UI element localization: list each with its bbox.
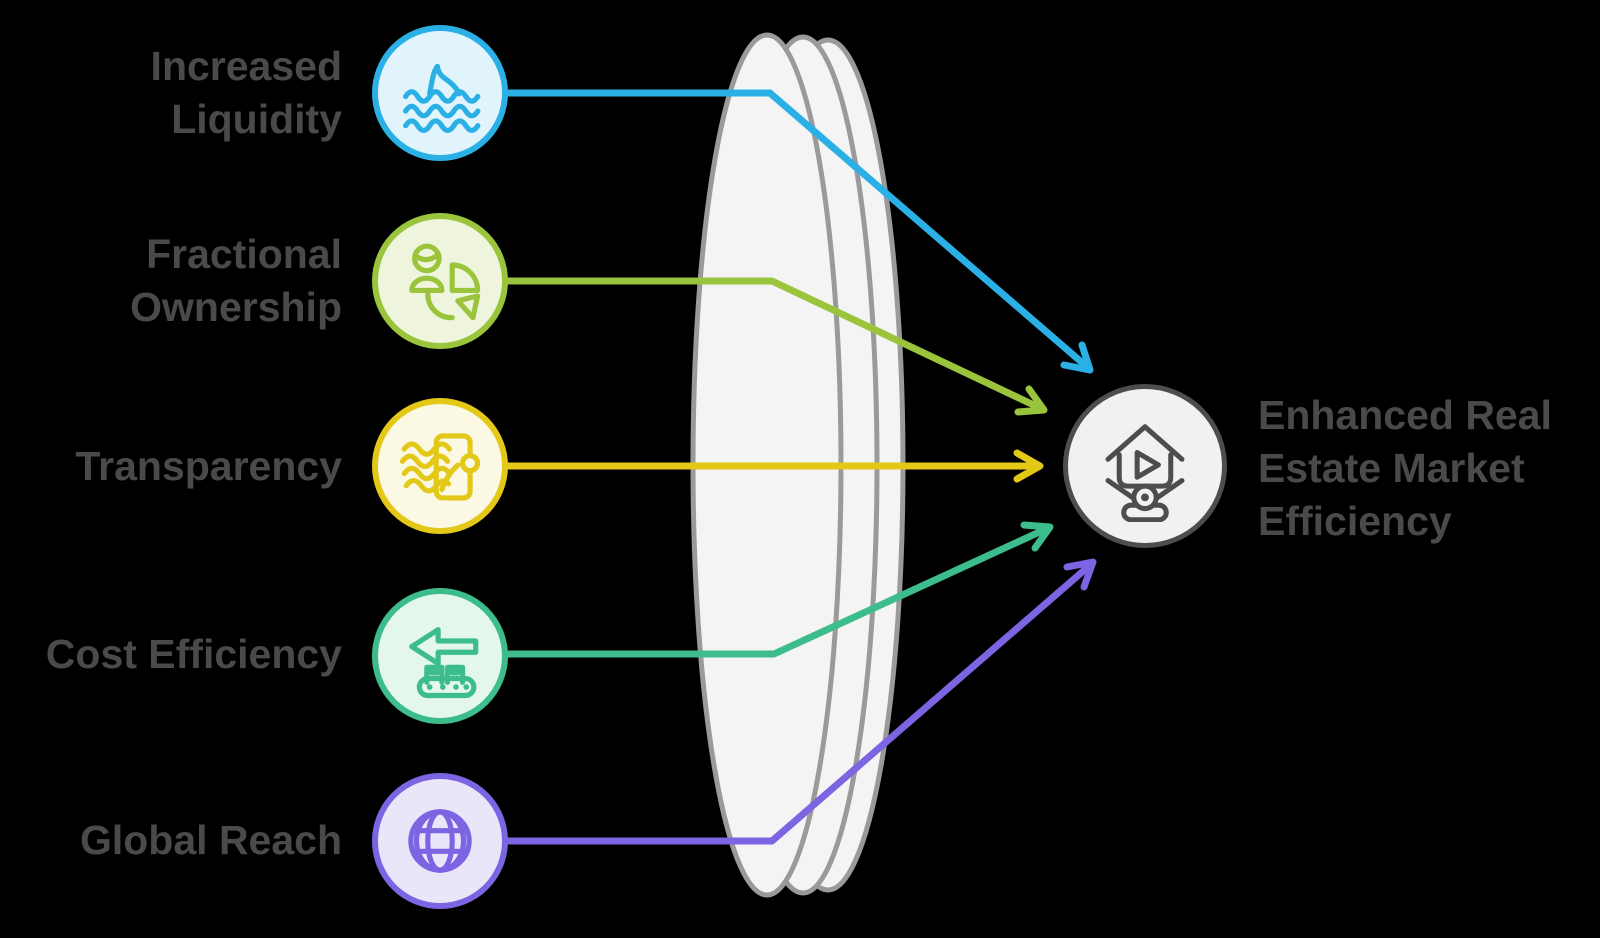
person-pie-chart-icon <box>409 243 481 321</box>
item-circle-global-reach <box>372 773 508 909</box>
flow-line-transparency <box>501 449 1044 483</box>
item-circle-increased-liquidity <box>372 25 508 161</box>
item-label-transparency: Transparency <box>75 443 342 489</box>
house-video-projector-icon <box>1105 424 1185 522</box>
flow-line-global-reach <box>501 558 1097 845</box>
item-circle-transparency <box>372 398 508 534</box>
arrowhead <box>1063 558 1097 591</box>
flow-line-cost-efficiency <box>501 521 1054 658</box>
item-circle-fractional-ownership <box>372 213 508 349</box>
item-label-global-reach: Global Reach <box>79 817 342 863</box>
arrowhead <box>1013 449 1044 483</box>
conveyor-return-arrow-icon <box>409 627 479 699</box>
result-label: Enhanced Real Estate Market Efficiency <box>1258 392 1552 544</box>
flow-line-fractional-ownership <box>501 277 1048 416</box>
shark-fin-waves-icon <box>403 63 481 133</box>
arrowhead <box>1014 385 1048 416</box>
arrowhead <box>1060 341 1094 374</box>
item-label-increased-liquidity: Increased Liquidity <box>150 43 342 142</box>
arrowhead <box>1020 521 1054 552</box>
item-label-cost-efficiency: Cost Efficiency <box>45 631 342 677</box>
flow-line-increased-liquidity <box>501 89 1094 374</box>
item-circle-cost-efficiency <box>372 588 508 724</box>
result-circle-enhanced-efficiency <box>1063 384 1227 548</box>
door-wind-icon <box>399 433 481 501</box>
globe-icon <box>408 809 472 873</box>
item-label-fractional-ownership: Fractional Ownership <box>130 231 342 330</box>
